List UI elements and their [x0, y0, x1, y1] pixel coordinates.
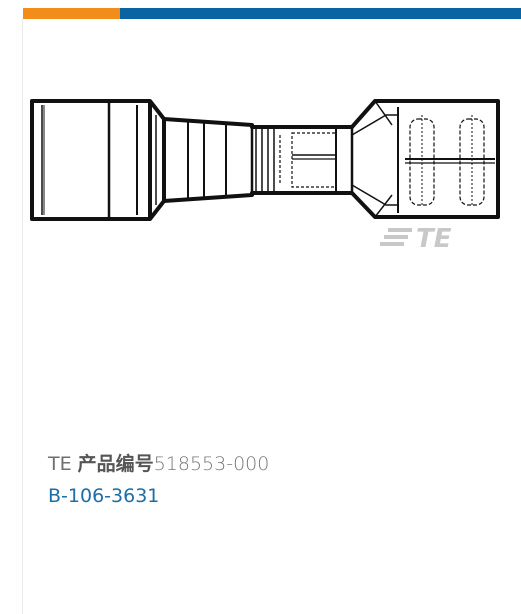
- svg-text:TE: TE: [416, 224, 452, 254]
- barrel-detail-icon: [41, 100, 495, 218]
- product-number-line: TE 产品编号518553-000: [48, 449, 269, 476]
- brand-label: TE: [48, 453, 72, 475]
- part-number: 518553-000: [153, 453, 270, 475]
- accent-bar-blue: [120, 8, 521, 19]
- card-accent-bar: [23, 8, 521, 19]
- accent-bar-orange: [23, 8, 120, 19]
- product-number-label: 产品编号: [77, 453, 154, 475]
- product-image[interactable]: TE: [30, 95, 500, 255]
- terminal-outline-icon: [30, 99, 500, 221]
- card-left-border: [22, 19, 23, 614]
- alt-part-number-link[interactable]: B-106-3631: [48, 485, 160, 507]
- te-logo-icon: TE: [380, 224, 452, 254]
